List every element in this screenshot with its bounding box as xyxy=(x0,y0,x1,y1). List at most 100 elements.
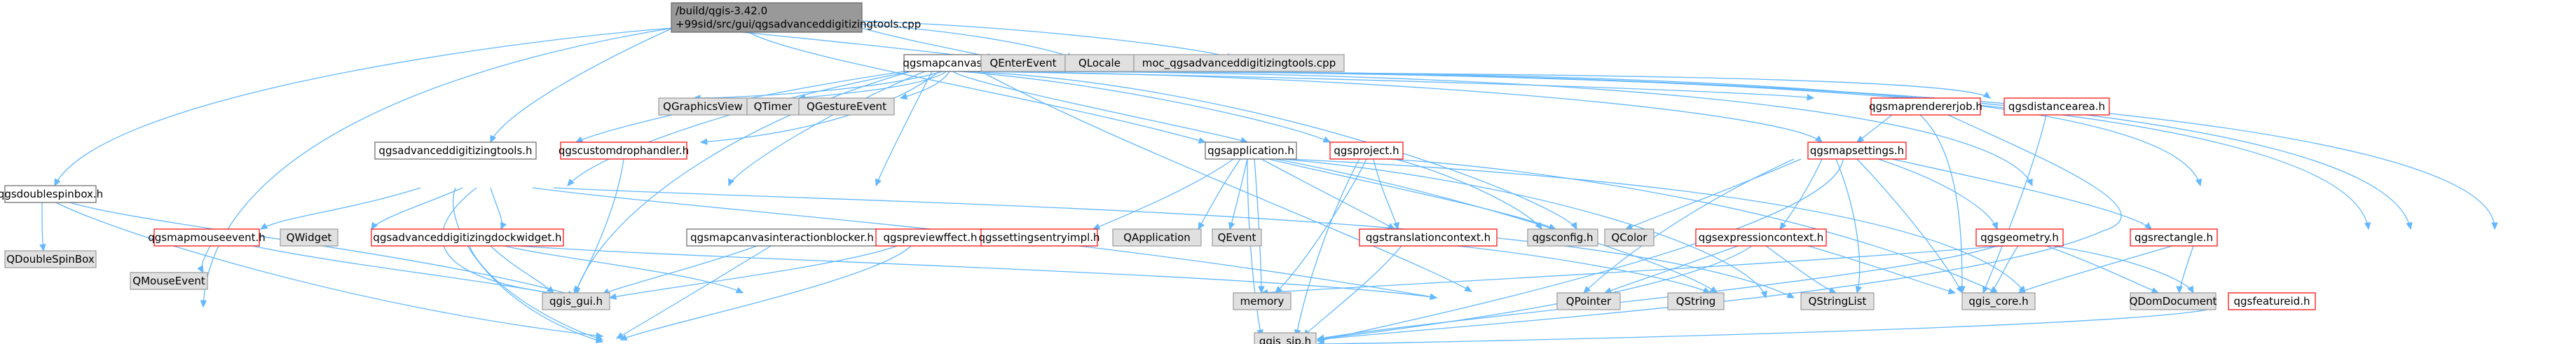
node-box xyxy=(560,142,687,160)
edge xyxy=(553,187,1794,298)
node-label: QApplication xyxy=(1123,231,1191,244)
edge xyxy=(504,245,743,294)
node-qgsmapcanvasinteractionblocker-h[interactable]: qgsmapcanvasinteractionblocker.h xyxy=(686,228,878,247)
node-qmouseevent[interactable]: QMouseEvent xyxy=(130,272,208,290)
node-box xyxy=(1205,142,1297,160)
edge xyxy=(1261,158,1395,229)
node-qgsgeometry-h[interactable]: qgsgeometry.h xyxy=(1975,228,2064,247)
node-moc-cpp[interactable]: moc_qgsadvanceddigitizingtools.cpp xyxy=(1133,54,1345,72)
edge xyxy=(603,245,758,295)
node-qgsrectangle-h[interactable]: qgsrectangle.h xyxy=(2130,228,2218,247)
node-label: QStringList xyxy=(1809,295,1867,308)
node-qstring[interactable]: QString xyxy=(1667,292,1725,310)
edge xyxy=(2046,245,2158,293)
node-qgsdoublespinbox-h[interactable]: qgsdoublespinbox.h xyxy=(0,185,103,203)
edge xyxy=(469,245,603,340)
node-label: QString xyxy=(1676,295,1716,308)
edge xyxy=(1387,158,1997,294)
edge xyxy=(861,27,994,58)
node-qgsmaprendererjob-h[interactable]: qgsmaprendererjob.h xyxy=(1869,97,1982,116)
node-label: QTimer xyxy=(754,100,793,113)
node-box xyxy=(1870,97,1981,116)
edge xyxy=(1247,158,1261,336)
edge xyxy=(2018,245,2173,293)
node-qapplication[interactable]: QApplication xyxy=(1112,228,1202,247)
node-qpointer[interactable]: QPointer xyxy=(1556,292,1621,310)
node-qgsfeatureid-h[interactable]: qgsfeatureid.h xyxy=(2228,292,2316,310)
node-box xyxy=(1329,142,1404,160)
edge xyxy=(980,71,1822,142)
node-qgscustomdrophandler-h[interactable]: qgscustomdrophandler.h xyxy=(559,142,689,160)
node-label: QEvent xyxy=(1218,231,1256,244)
node-qcolor[interactable]: QColor xyxy=(1604,228,1654,247)
node-qgsexpressioncontext-h[interactable]: qgsexpressioncontext.h xyxy=(1695,228,1827,247)
edge xyxy=(1317,245,1998,339)
node-qdoublespinbox[interactable]: QDoubleSpinBox xyxy=(4,250,97,268)
node-box xyxy=(1254,332,1317,344)
edge xyxy=(568,71,912,186)
edge xyxy=(1765,245,1836,293)
node-qgsproject-h[interactable]: qgsproject.h xyxy=(1329,142,1404,160)
node-qlocale[interactable]: QLocale xyxy=(1064,54,1135,72)
node-box xyxy=(1112,228,1202,247)
edge xyxy=(1275,158,1367,293)
edge xyxy=(490,187,502,229)
node-qgsdistancearea-h[interactable]: qgsdistancearea.h xyxy=(2003,97,2110,116)
node-qgsadvanceddigitizingdockwidget-h[interactable]: qgsadvanceddigitizingdockwidget.h xyxy=(371,228,564,247)
edge xyxy=(1780,158,1823,229)
node-qstringlist[interactable]: QStringList xyxy=(1800,292,1875,310)
edge xyxy=(518,245,1437,298)
node-qevent[interactable]: QEvent xyxy=(1212,228,1262,247)
node-label: qgsadvanceddigitizingdockwidget.h xyxy=(373,231,561,244)
node-qgsmapcanvas-h[interactable]: qgsmapcanvas.h xyxy=(903,54,992,72)
edge xyxy=(1394,158,1542,229)
node-qgestureevent[interactable]: QGestureEvent xyxy=(798,97,895,116)
node-box xyxy=(1064,54,1135,72)
node-label: QGestureEvent xyxy=(807,100,886,113)
node-box xyxy=(2130,292,2217,310)
node-box xyxy=(1667,292,1725,310)
node-label: qgsmapmouseevent.h xyxy=(148,231,266,244)
node-label: qgstranslationcontext.h xyxy=(1366,231,1491,244)
edge xyxy=(994,71,2033,186)
node-qgis-sip-h[interactable]: qgis_sip.h xyxy=(1254,332,1317,344)
edge xyxy=(1230,158,1248,229)
node-label: QPointer xyxy=(1566,295,1612,308)
node-box xyxy=(658,97,748,116)
node-qdomdocument[interactable]: QDomDocument xyxy=(2130,292,2217,310)
edge xyxy=(861,24,1074,58)
edge xyxy=(1317,309,2208,344)
edge xyxy=(2053,245,2193,293)
node-box xyxy=(1975,228,2064,247)
node-label: qgsfeatureid.h xyxy=(2234,295,2310,308)
edge xyxy=(973,71,1814,98)
node-label: qgsadvanceddigitizingtools.h xyxy=(378,144,532,157)
node-qenterevent[interactable]: QEnterEvent xyxy=(980,54,1066,72)
node-qgsmapmouseevent-h[interactable]: qgsmapmouseevent.h xyxy=(148,228,266,247)
node-box xyxy=(1961,292,2036,310)
node-root-file[interactable]: /build/qgis-3.42.0+99sid/src/gui/qgsadva… xyxy=(671,2,921,33)
node-qgsconfig-h[interactable]: qgsconfig.h xyxy=(1527,228,1598,247)
edge xyxy=(42,202,43,251)
node-box xyxy=(4,185,97,203)
edge xyxy=(1317,158,1844,341)
node-qwidget[interactable]: QWidget xyxy=(280,228,338,247)
node-box xyxy=(374,142,537,160)
node-qgis-core-h[interactable]: qgis_core.h xyxy=(1961,292,2036,310)
node-memory[interactable]: memory xyxy=(1233,292,1292,310)
edge xyxy=(610,245,898,298)
node-qgsadvanceddigitizingtools-h[interactable]: qgsadvanceddigitizingtools.h xyxy=(374,142,537,160)
node-qgraphicsview[interactable]: QGraphicsView xyxy=(658,97,748,116)
node-qgssettingsentryimpl-h[interactable]: qgssettingsentryimpl.h xyxy=(978,228,1100,247)
node-qgsmapsettings-h[interactable]: qgsmapsettings.h xyxy=(1807,142,1907,160)
edge xyxy=(1198,158,1241,229)
edge xyxy=(1261,245,2005,293)
node-qgsapplication-h[interactable]: qgsapplication.h xyxy=(1205,142,1297,160)
node-qgstranslationcontext-h[interactable]: qgstranslationcontext.h xyxy=(1359,228,1498,247)
node-qgis-gui-h[interactable]: qgis_gui.h xyxy=(542,292,610,310)
node-qgspreviewffect-h[interactable]: qgspreviewffect.h xyxy=(875,228,985,247)
node-box xyxy=(1527,228,1598,247)
edge xyxy=(1807,245,1955,293)
node-qtimer[interactable]: QTimer xyxy=(746,97,800,116)
